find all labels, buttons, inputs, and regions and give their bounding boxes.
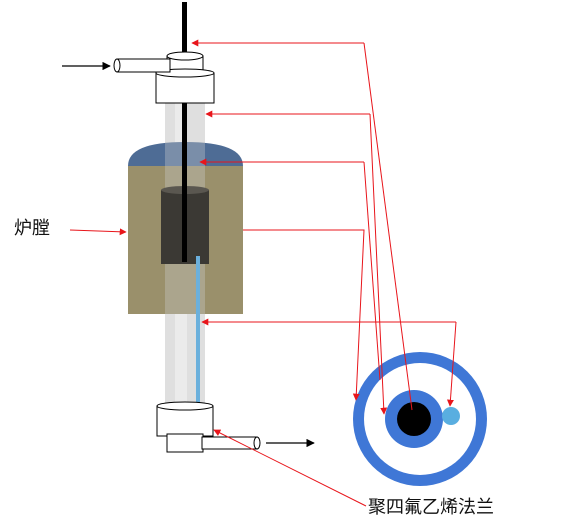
leader-dome-to-ring: [363, 161, 381, 381]
bottom-flange-base: [166, 433, 204, 453]
leader-rod-to-core: [363, 42, 413, 411]
leader-flange-to-ring: [369, 113, 388, 415]
leader-furnace-label: [69, 228, 127, 236]
gas-outlet-pipe-end: [253, 436, 261, 450]
furnace-chamber-label: 炉膛: [14, 218, 50, 239]
gas-inlet-pipe: [116, 58, 171, 73]
thermocouple: [196, 256, 200, 406]
top-flange-cap-top: [166, 51, 204, 61]
top-flange-base: [155, 72, 215, 104]
leader-thermocouple-to-circle: [446, 321, 457, 407]
leader-furnace-to-outer: [243, 229, 365, 401]
section-core: [397, 402, 431, 436]
bottom-flange-top-rim: [156, 401, 214, 411]
leader-ptfe-flange: [213, 429, 367, 507]
pulling-rod: [182, 2, 187, 262]
ptfe-flange-label: 聚四氟乙烯法兰: [368, 497, 494, 518]
gas-inlet-pipe-end: [113, 58, 121, 73]
section-thermocouple: [442, 407, 460, 425]
bottom-flange-top: [156, 405, 214, 437]
